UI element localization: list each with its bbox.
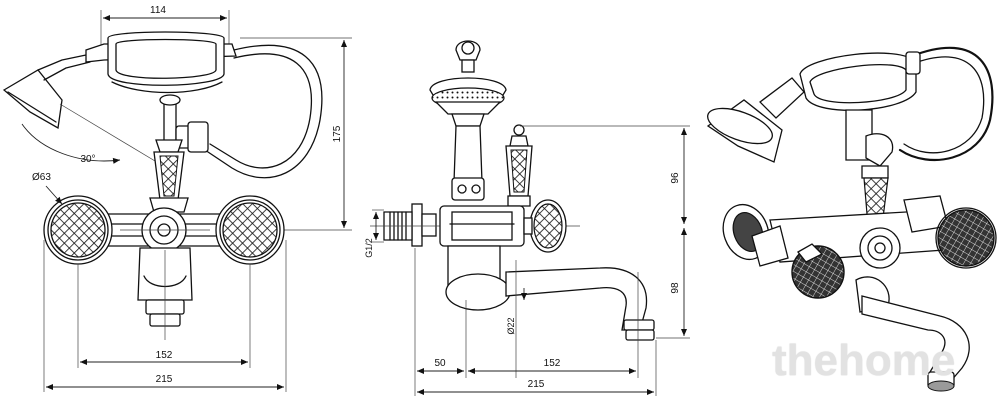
side-knob	[523, 199, 567, 253]
dim-front-angle: 30°	[21, 103, 171, 171]
label-50: 50	[434, 358, 446, 369]
dim-side-spout-diameter: Ø22	[506, 288, 527, 335]
dim-side-total-length: 215	[417, 340, 657, 396]
persp-front-knob	[791, 243, 845, 299]
front-view: 114 175 30°	[2, 5, 352, 392]
dim-front-width-top: 114	[100, 5, 230, 45]
label-98: 98	[670, 282, 681, 294]
label-96: 96	[670, 172, 681, 184]
dim-side-spout-length: 152	[468, 358, 636, 374]
front-left-knob	[43, 195, 113, 265]
label-d22: Ø22	[506, 317, 516, 334]
side-view: 96 98 G1/2 Ø22 50 152	[364, 40, 690, 396]
dim-side-height-lower: 98	[656, 228, 690, 339]
label-175: 175	[332, 125, 343, 142]
label-30deg: 30°	[80, 154, 95, 165]
label-152-side: 152	[544, 358, 561, 369]
perspective-view	[706, 46, 997, 392]
label-114: 114	[150, 5, 166, 16]
front-right-knob	[215, 195, 285, 265]
label-215-front: 215	[156, 374, 173, 385]
side-shower-head	[429, 77, 507, 127]
persp-left-knob	[722, 203, 789, 267]
label-215-side: 215	[528, 379, 545, 390]
dim-front-width-outer: 215	[43, 240, 287, 392]
label-d63: Ø63	[32, 172, 51, 183]
persp-right-knob	[935, 207, 997, 269]
watermark-thehome: thehome	[772, 336, 956, 385]
dim-front-diameter: Ø63	[32, 172, 63, 205]
dim-front-width-inner: 152	[77, 264, 251, 368]
label-152-front: 152	[156, 350, 173, 361]
dim-side-offset: 50	[414, 248, 467, 396]
dim-side-thread: G1/2	[364, 209, 384, 258]
handshower-head	[2, 54, 91, 130]
label-g12: G1/2	[364, 238, 374, 258]
dim-side-height-upper: 96	[520, 125, 690, 224]
